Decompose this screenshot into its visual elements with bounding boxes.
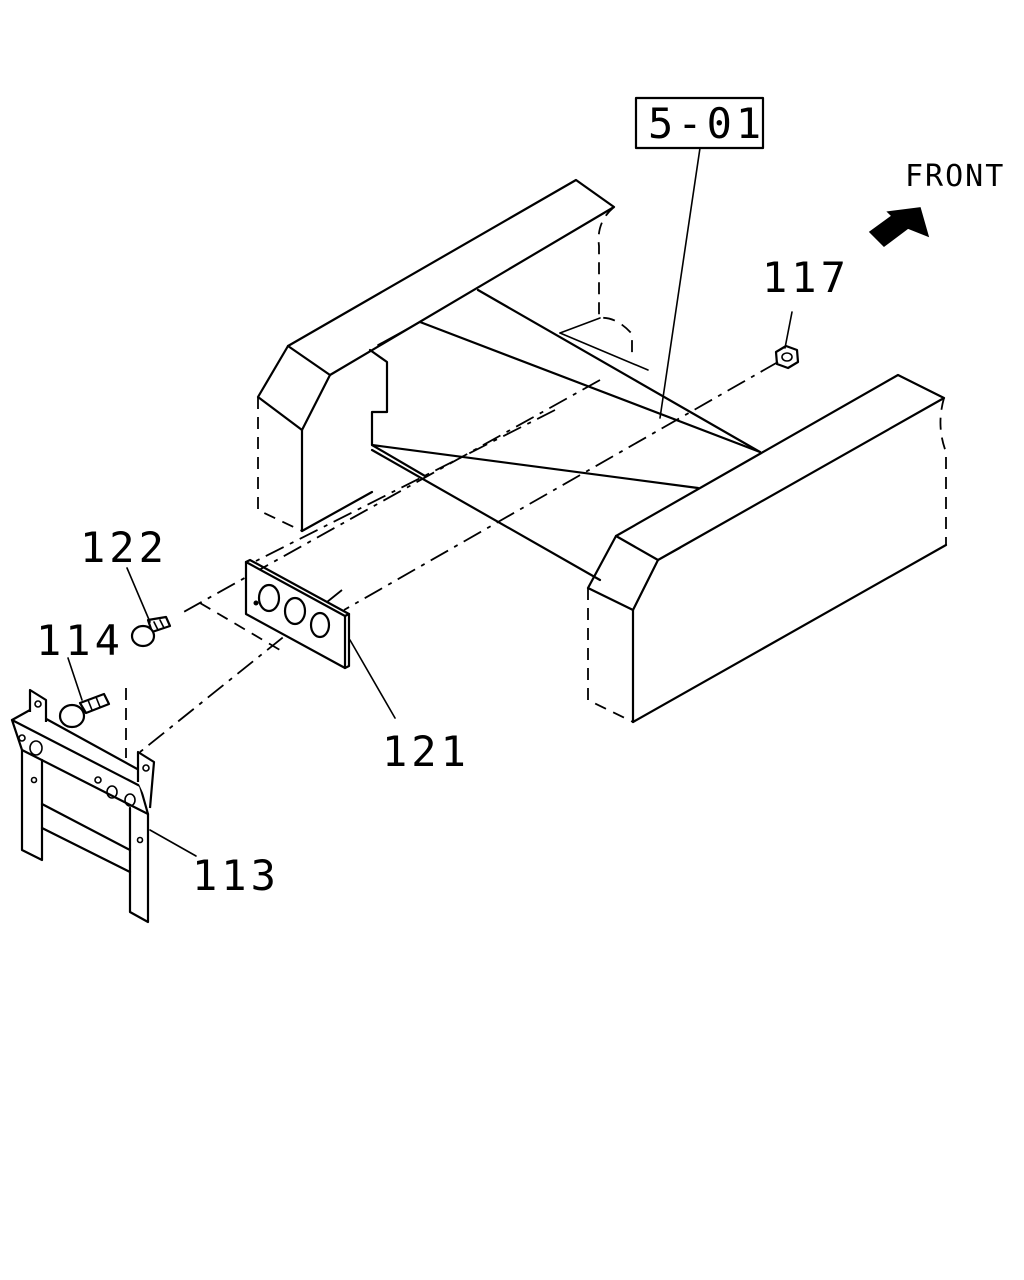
hidden-edge-121 (199, 602, 281, 651)
reference-leader-line (659, 147, 701, 419)
label-113: 113 (192, 851, 280, 900)
label-117: 117 (762, 253, 850, 302)
front-direction-label: FRONT (905, 159, 1005, 194)
left-frame-rail (256, 178, 633, 533)
right-frame-rail (586, 373, 948, 724)
reference-box-label: 5-01 (648, 99, 765, 148)
axis-line-mid (253, 409, 556, 563)
leader-121 (349, 639, 396, 719)
cross-member (370, 288, 762, 582)
leader-122 (126, 567, 151, 623)
leader-113 (149, 829, 197, 857)
axis-line-lower (179, 379, 601, 615)
nut-117[interactable] (774, 344, 800, 370)
label-122: 122 (80, 523, 168, 572)
axis-line-upper (343, 361, 779, 611)
leader-114 (67, 657, 83, 701)
front-arrow-icon (868, 207, 930, 247)
bolt-114[interactable] (58, 692, 111, 729)
label-121: 121 (382, 727, 470, 776)
step-bracket-113[interactable] (10, 688, 156, 924)
leader-117 (784, 311, 793, 349)
bolt-122[interactable] (130, 615, 172, 648)
reference-box[interactable]: 5-01 (634, 96, 765, 150)
bracket-121[interactable] (244, 558, 351, 670)
label-114: 114 (36, 616, 124, 665)
